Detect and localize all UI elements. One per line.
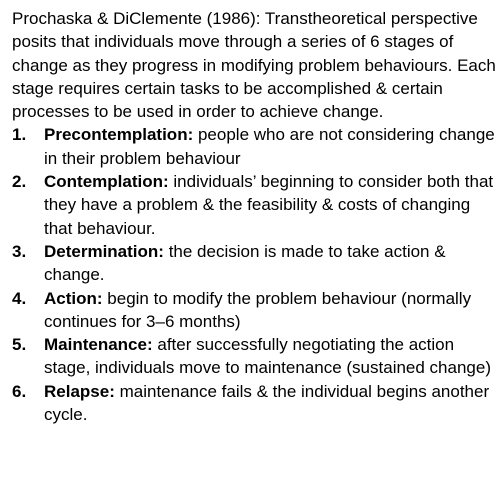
stage-number: 5. — [12, 335, 27, 355]
stage-number: 3. — [12, 241, 27, 261]
stage-number: 6. — [12, 381, 27, 401]
stage-item-action: 4. Action: begin to modify the problem b… — [12, 287, 496, 334]
stage-item-contemplation: 2. Contemplation: individuals’ beginning… — [12, 170, 496, 240]
stage-description: maintenance fails & the individual begin… — [44, 381, 490, 425]
stage-description: people who are not considering change in… — [44, 125, 495, 168]
stage-term: Relapse: — [44, 381, 120, 401]
stage-number: 4. — [12, 288, 27, 308]
stage-item-determination: 3. Determination: the decision is made t… — [12, 240, 496, 287]
stage-item-maintenance: 5. Maintenance: after successfully negot… — [12, 333, 496, 380]
stage-number: 2. — [12, 172, 27, 192]
stage-description: after successfully negotiating the actio… — [44, 335, 491, 378]
stage-term: Contemplation: — [44, 172, 174, 192]
stage-term: Determination: — [44, 241, 169, 261]
stage-number: 1. — [12, 125, 27, 145]
stage-description: begin to modify the problem behaviour (n… — [44, 288, 472, 331]
stage-item-precontemplation: 1. Precontemplation: people who are not … — [12, 123, 496, 170]
stage-description: individuals’ beginning to consider both … — [44, 172, 494, 238]
stage-description: the decision is made to take action & ch… — [44, 241, 446, 285]
stage-item-relapse: 6. Relapse: maintenance fails & the indi… — [12, 380, 496, 427]
slide-content: Prochaska & DiClemente (1986): Transtheo… — [12, 7, 496, 426]
stage-term: Precontemplation: — [44, 125, 198, 145]
stage-term: Action: — [44, 288, 108, 308]
stages-list: 1. Precontemplation: people who are not … — [12, 123, 496, 426]
stage-term: Maintenance: — [44, 335, 158, 355]
intro-paragraph: Prochaska & DiClemente (1986): Transtheo… — [12, 9, 496, 122]
